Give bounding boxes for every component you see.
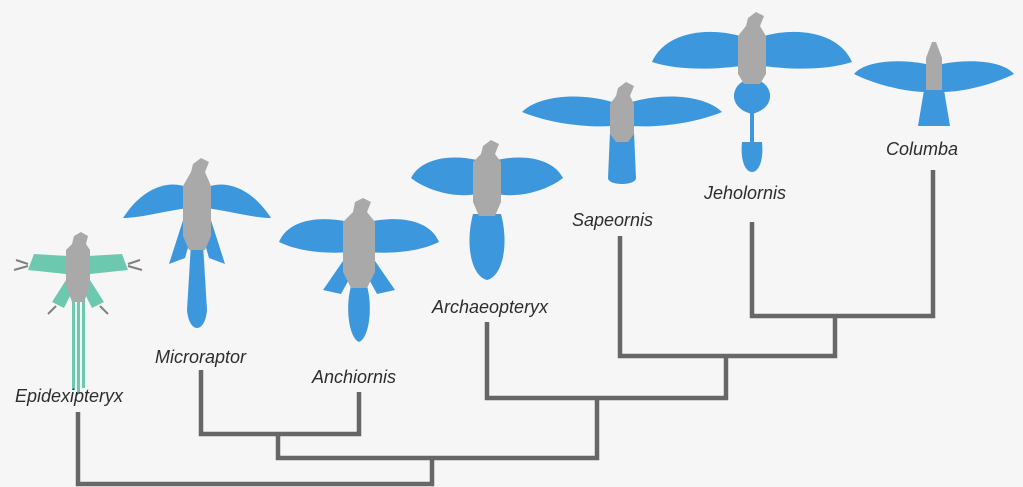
taxon-label-anchiornis: Anchiornis bbox=[311, 367, 396, 387]
taxon-label-sapeornis: Sapeornis bbox=[572, 210, 653, 230]
taxon-label-archaeopteryx: Archaeopteryx bbox=[431, 297, 549, 317]
epidexipteryx-tail-feathers bbox=[72, 298, 85, 394]
taxon-label-microraptor: Microraptor bbox=[155, 347, 247, 367]
taxon-label-jeholornis: Jeholornis bbox=[703, 183, 786, 203]
jeholornis-tail-shaft bbox=[750, 112, 754, 142]
taxon-label-epidexipteryx: Epidexipteryx bbox=[15, 386, 124, 406]
taxon-label-columba: Columba bbox=[886, 139, 958, 159]
